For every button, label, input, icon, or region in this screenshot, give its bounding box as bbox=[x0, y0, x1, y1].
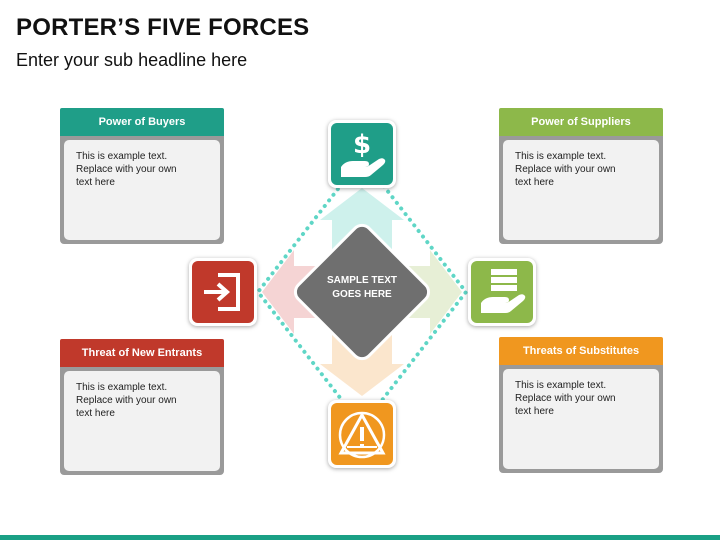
center-diamond bbox=[293, 223, 431, 361]
card-text-line: text here bbox=[515, 177, 554, 188]
card-text: This is example text. Replace with your … bbox=[503, 369, 659, 469]
card-title: Power of Suppliers bbox=[499, 108, 663, 136]
hand-stack-icon bbox=[481, 269, 526, 313]
card-text-line: Replace with your own bbox=[76, 395, 177, 406]
card-text: This is example text. Replace with your … bbox=[64, 371, 220, 471]
svg-text:$: $ bbox=[353, 130, 371, 160]
icon-tile-bottom[interactable] bbox=[328, 400, 396, 468]
card-text-line: text here bbox=[76, 177, 115, 188]
card-text-line: Replace with your own bbox=[515, 164, 616, 175]
card-text-line: This is example text. bbox=[515, 380, 607, 391]
icon-tile-left[interactable] bbox=[189, 258, 257, 326]
card-text-line: Replace with your own bbox=[76, 164, 177, 175]
center-label: SAMPLE TEXT GOES HERE bbox=[312, 274, 412, 302]
card-text-line: Replace with your own bbox=[515, 393, 616, 404]
center-label-line2: GOES HERE bbox=[332, 289, 392, 300]
card-text-line: This is example text. bbox=[76, 382, 168, 393]
card-text-line: This is example text. bbox=[515, 151, 607, 162]
page-title: PORTER’S FIVE FORCES bbox=[16, 14, 310, 41]
card-title: Threat of New Entrants bbox=[60, 339, 224, 367]
warning-triangle-icon bbox=[338, 411, 386, 459]
hand-dollar-icon: $ bbox=[341, 130, 386, 177]
card-title: Power of Buyers bbox=[60, 108, 224, 136]
card-threat-of-new-entrants: Threat of New Entrants This is example t… bbox=[60, 339, 224, 475]
center-label-line1: SAMPLE TEXT bbox=[326, 275, 397, 286]
card-text: This is example text. Replace with your … bbox=[64, 140, 220, 240]
card-text-line: This is example text. bbox=[76, 151, 168, 162]
card-power-of-buyers: Power of Buyers This is example text. Re… bbox=[60, 108, 224, 244]
card-title: Threats of Substitutes bbox=[499, 337, 663, 365]
card-text-line: text here bbox=[515, 406, 554, 417]
card-text-line: text here bbox=[76, 408, 115, 419]
card-threats-of-substitutes: Threats of Substitutes This is example t… bbox=[499, 337, 663, 473]
card-power-of-suppliers: Power of Suppliers This is example text.… bbox=[499, 108, 663, 244]
bottom-accent-bar bbox=[0, 535, 720, 540]
icon-tile-top[interactable]: $ bbox=[328, 120, 396, 188]
icon-tile-right[interactable] bbox=[468, 258, 536, 326]
page-subtitle: Enter your sub headline here bbox=[16, 50, 248, 70]
enter-door-icon bbox=[204, 273, 240, 311]
card-text: This is example text. Replace with your … bbox=[503, 140, 659, 240]
